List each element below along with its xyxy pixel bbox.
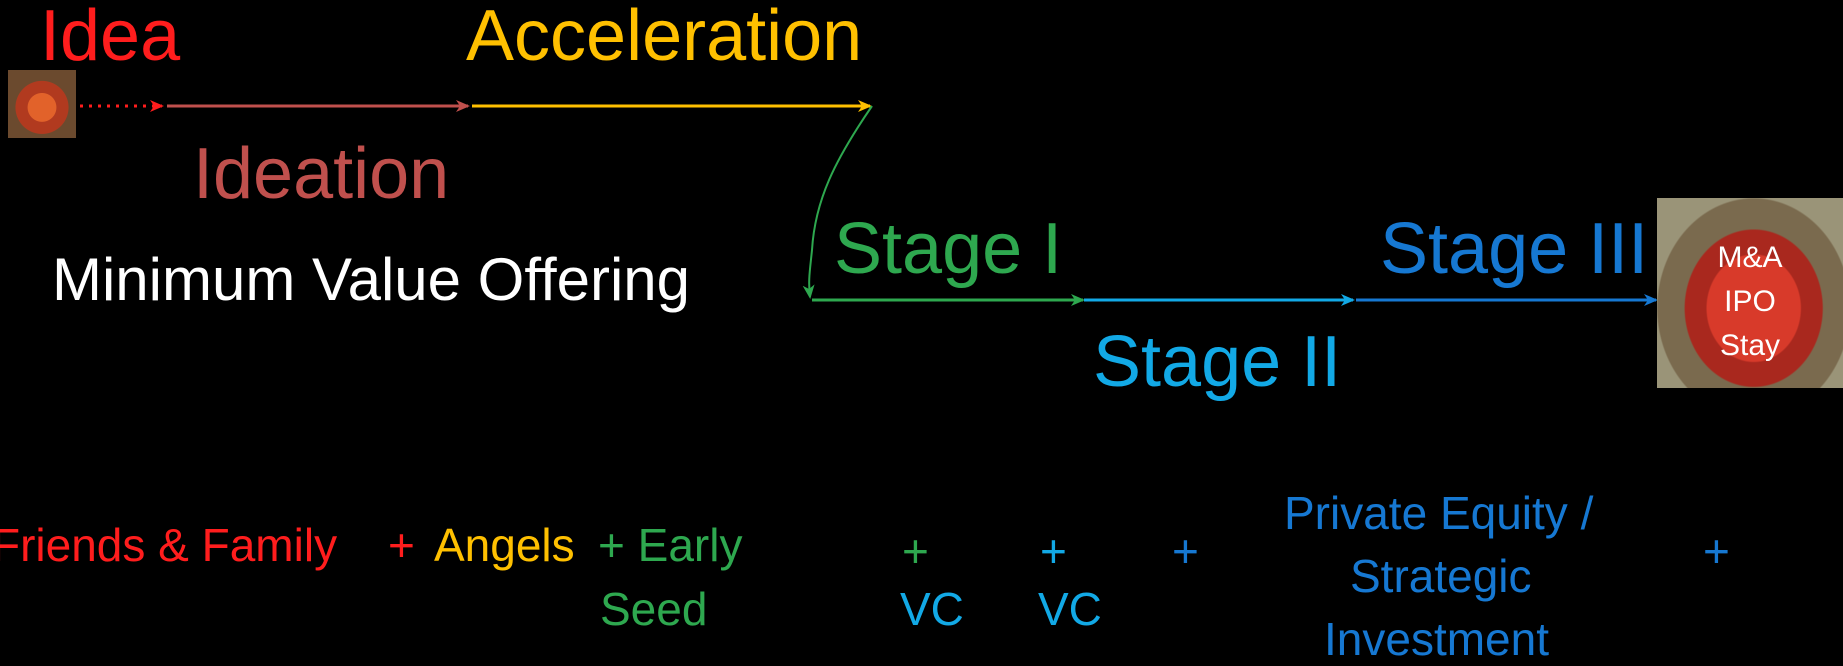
acceleration-label: Acceleration [466, 0, 863, 76]
funding-plus-6: + [1703, 525, 1730, 577]
outcome-ma: M&A [1717, 241, 1783, 274]
funding-plus-5: + [1172, 525, 1199, 577]
stage3-label: Stage III [1380, 209, 1649, 289]
funding-plus-early: + Early [598, 519, 743, 571]
funding-pe-line3: Investment [1324, 613, 1549, 665]
funding-pe-line2: Strategic [1350, 550, 1532, 602]
ideation-label: Ideation [193, 134, 450, 214]
outcome-ipo: IPO [1724, 285, 1776, 318]
idea-label: Idea [40, 0, 181, 76]
funding-plus-1: + [388, 519, 415, 571]
stage1-label: Stage I [834, 209, 1063, 289]
funding-plus-4: + [1040, 525, 1067, 577]
outcome-stay: Stay [1719, 329, 1781, 362]
mvo-label: Minimum Value Offering [52, 246, 691, 313]
stage2-label: Stage II [1093, 322, 1342, 402]
funding-seed: Seed [600, 583, 708, 635]
funding-angels: Angels [434, 519, 575, 571]
funding-vc-1: VC [900, 583, 964, 635]
funding-plus-3: + [902, 525, 929, 577]
funding-friends-family: Friends & Family [0, 519, 338, 571]
funding-pe-line1: Private Equity / [1284, 487, 1594, 539]
acceleration-to-stage1-curve [802, 105, 873, 299]
funding-vc-2: VC [1038, 583, 1102, 635]
apple-seedling-image [8, 70, 76, 138]
apple-image: M&A IPO Stay [1657, 198, 1843, 388]
